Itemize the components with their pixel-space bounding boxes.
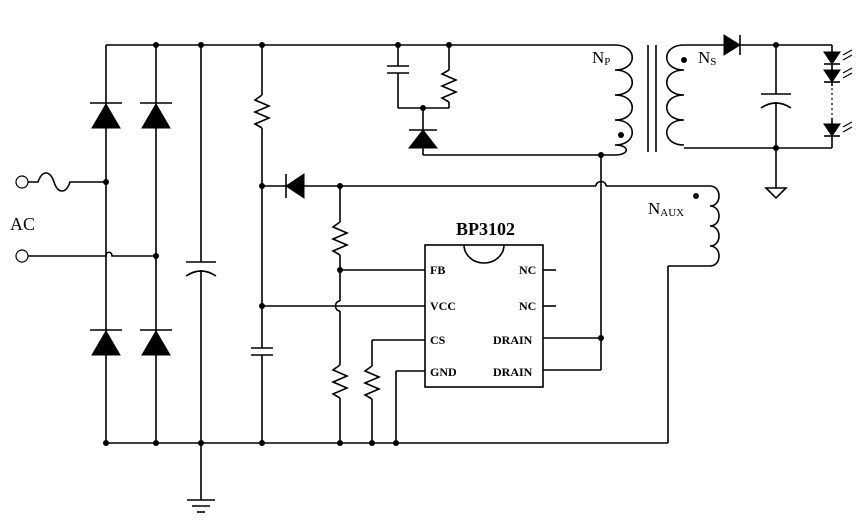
diode-icon (141, 330, 171, 356)
ac-label: AC (10, 214, 35, 234)
led-string (823, 45, 853, 148)
ic-notch (463, 244, 505, 264)
pin-nc-2: NC (519, 299, 536, 313)
aux-rectifier (262, 173, 710, 199)
led-icon (823, 51, 841, 65)
bridge-diode-3 (90, 329, 122, 356)
controller-ic: BP3102 FB VCC CS GND NC NC DRAIN DRAIN (424, 152, 604, 388)
diode-icon (91, 330, 121, 356)
snubber-resistor (439, 69, 459, 103)
ac-neutral-wire (28, 251, 156, 257)
ns-label: NS (698, 48, 716, 68)
aux-diode-icon (285, 173, 305, 199)
bridge-rectifier (90, 42, 668, 446)
ic-body (424, 244, 544, 388)
ac-terminal-top (15, 175, 29, 189)
transformer: NP NS (592, 44, 716, 156)
pin-drain-2: DRAIN (493, 365, 533, 379)
pin-nc-1: NC (519, 263, 536, 277)
bridge-diode-4 (140, 329, 172, 356)
secondary-winding (666, 44, 685, 146)
pin-drain-1: DRAIN (493, 333, 533, 347)
diode-icon (141, 103, 171, 129)
startup-resistor (252, 94, 272, 129)
pin-gnd: GND (430, 365, 457, 379)
cs-resistor (362, 365, 382, 400)
earth-ground-icon (187, 499, 215, 513)
output-ground-icon (764, 187, 788, 200)
rcd-snubber (387, 42, 615, 156)
bridge-diode-2 (140, 102, 172, 129)
fb-divider (330, 186, 425, 446)
bridge-diode-1 (90, 102, 122, 129)
naux-label: NAUX (648, 199, 684, 219)
fb-lower-resistor (330, 364, 350, 399)
ac-terminal-bottom (15, 249, 29, 263)
led-icon (823, 69, 841, 83)
fuse (28, 172, 106, 192)
pin-cs: CS (430, 333, 446, 347)
fb-upper-resistor (330, 221, 350, 256)
output-diode-icon (723, 34, 741, 56)
light-rays (842, 49, 853, 133)
snubber-diode-icon (407, 129, 439, 149)
led-icon (823, 123, 841, 137)
pin-fb: FB (430, 263, 445, 277)
ic-name: BP3102 (456, 219, 515, 239)
diode-icon (91, 103, 121, 129)
cs-network (362, 339, 425, 446)
aux-winding: NAUX (648, 185, 720, 443)
bulk-capacitor (185, 42, 217, 500)
aux-polarity-dot (693, 193, 699, 199)
primary-polarity-dot (618, 132, 624, 138)
secondary-polarity-dot (681, 57, 687, 63)
startup-network (251, 42, 273, 446)
primary-winding (614, 44, 633, 156)
ac-input: AC (10, 172, 156, 263)
output-stage (684, 34, 853, 200)
pin-vcc: VCC (430, 299, 456, 313)
np-label: NP (592, 48, 610, 68)
